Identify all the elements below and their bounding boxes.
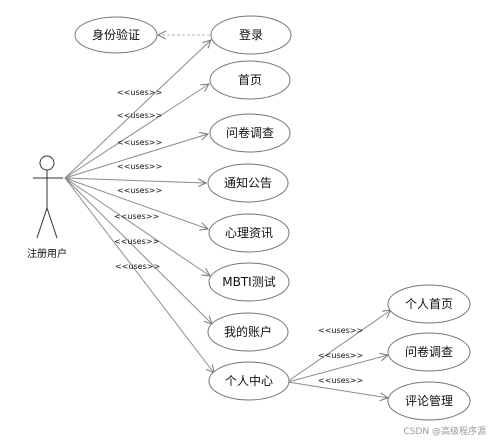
uses-label: <<uses>> [318,351,363,360]
uses-label: <<uses>> [117,138,162,147]
uses-label: <<uses>> [114,212,159,221]
use-case-notice: 通知公告 [207,163,289,203]
assoc-home [64,84,209,179]
uses-label: <<uses>> [318,326,363,335]
use-case-mbti: MBTI测试 [208,262,290,302]
uses-label: <<uses>> [115,262,160,271]
use-case-center-survey: 问卷调查 [387,332,471,372]
association-lines [64,40,214,373]
uses-label: <<uses>> [117,162,162,171]
assoc-psych [64,177,208,229]
use-case-login: 登录 [210,15,292,55]
actor-head [39,155,55,171]
use-case-psych: 心理资讯 [208,213,290,253]
assoc-mbti [64,177,210,276]
uses-label: <<uses>> [318,376,363,385]
uses-labels: <<uses>> <<uses>> <<uses>> <<uses>> <<us… [114,88,363,385]
assoc-notice [64,177,206,183]
assoc-survey [64,134,208,179]
use-case-survey-label: 问卷调查 [226,125,274,140]
watermark: CSDN @高级程序源 [403,425,486,437]
use-case-comment-mgmt: 评论管理 [387,381,471,421]
assoc-center [64,177,214,373]
actor [33,155,63,239]
use-case-auth-label: 身份验证 [92,27,140,42]
use-case-center-label: 个人中心 [225,373,273,388]
use-case-survey: 问卷调查 [209,113,291,153]
use-case-center-home-label: 个人首页 [405,297,453,311]
uses-label: <<uses>> [117,186,162,195]
use-case-account-label: 我的账户 [224,324,272,339]
use-case-login-label: 登录 [239,27,263,42]
uses-label: <<uses>> [117,88,162,97]
actor-leg-left [36,207,48,239]
use-case-mbti-label: MBTI测试 [222,274,275,289]
assoc-center-survey [287,355,388,383]
use-case-comment-mgmt-label: 评论管理 [405,393,453,408]
use-case-center-home: 个人首页 [387,284,471,324]
assoc-comment-mgmt [287,381,388,398]
use-case-home-label: 首页 [238,73,262,87]
sub-association-lines [286,310,391,398]
use-case-auth: 身份验证 [74,16,158,54]
use-case-account: 我的账户 [207,312,289,352]
use-case-home: 首页 [209,60,291,100]
actor-leg-right [46,207,58,239]
assoc-login [64,40,211,179]
uses-label: <<uses>> [117,111,162,120]
use-case-center-survey-label: 问卷调查 [405,344,453,359]
uses-label: <<uses>> [114,237,159,246]
assoc-account [64,177,212,324]
use-case-notice-label: 通知公告 [224,176,272,190]
use-case-center: 个人中心 [208,361,290,401]
use-case-psych-label: 心理资讯 [225,226,273,240]
assoc-center-home [286,310,391,383]
actor-label: 注册用户 [27,247,67,260]
